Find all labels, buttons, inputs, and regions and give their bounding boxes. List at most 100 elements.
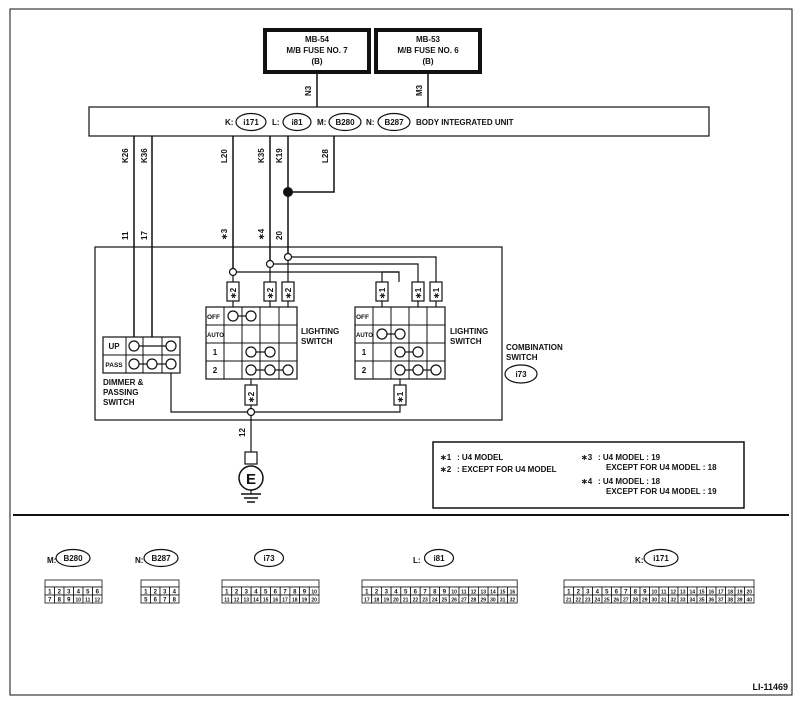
pin-number: 20 xyxy=(311,597,317,603)
pin-number: 17 xyxy=(718,589,724,595)
pin-number: 11 xyxy=(85,597,91,603)
ground-wires xyxy=(170,373,401,452)
pin-number: 20 xyxy=(746,589,752,595)
pin-number: 6 xyxy=(414,589,418,595)
pin-number: 26 xyxy=(613,597,619,603)
wire-label-m3: M3 xyxy=(415,84,424,96)
connector-oval xyxy=(423,548,455,568)
connector-id: i171 xyxy=(653,554,669,563)
wire-number: 20 xyxy=(275,231,284,240)
pin-number: 18 xyxy=(292,597,298,603)
mark-box xyxy=(393,384,407,406)
wire-label-n3: N3 xyxy=(304,85,313,96)
pin-number: 16 xyxy=(510,589,516,595)
lighting-switch-right: OFF AUTO 1 2 xyxy=(354,306,446,380)
pin-number: 25 xyxy=(442,597,448,603)
note-text: EXCEPT FOR U4 MODEL : 18 xyxy=(606,463,717,472)
pin-number: 13 xyxy=(680,589,686,595)
pin-number: 8 xyxy=(634,589,638,595)
pin-number: 2 xyxy=(58,589,62,595)
connector-prefix: N: xyxy=(135,556,143,565)
switch-pos: 2 xyxy=(213,366,218,375)
pin-number: 19 xyxy=(737,589,743,595)
connector-housing xyxy=(221,579,320,588)
note-text: EXCEPT FOR U4 MODEL : 19 xyxy=(606,487,717,496)
pin-number: 1 xyxy=(225,589,229,595)
connector-oval xyxy=(143,548,179,568)
conn-id: B280 xyxy=(335,118,355,127)
switch-pos: AUTO xyxy=(356,333,373,339)
connector-oval xyxy=(377,112,411,132)
connector-oval xyxy=(504,364,538,384)
fuse-mb53: MB-53 M/B FUSE NO. 6 (B) xyxy=(374,28,482,74)
pin-number: 4 xyxy=(254,589,258,595)
pin-number: 1 xyxy=(567,589,571,595)
pin-number: 29 xyxy=(642,597,648,603)
pin-number: 17 xyxy=(364,597,370,603)
pin-number: 3 xyxy=(385,589,389,595)
pin-number: 16 xyxy=(273,597,279,603)
pin-label: K26 xyxy=(121,148,130,163)
conn-prefix: N: xyxy=(366,118,374,127)
connector-id: i73 xyxy=(263,554,275,563)
pin-number: 2 xyxy=(375,589,379,595)
diagram-frame xyxy=(9,8,793,696)
pin-number: 5 xyxy=(605,589,609,595)
junction xyxy=(246,407,256,417)
lighting-switch-left: OFF AUTO 1 2 xyxy=(205,306,298,380)
pin-number: 30 xyxy=(490,597,496,603)
lighting-label: SWITCH xyxy=(450,337,482,346)
pin-number: 11 xyxy=(661,589,667,595)
pin-number: 22 xyxy=(575,597,581,603)
pin-number: 23 xyxy=(585,597,591,603)
note-text: : U4 MODEL xyxy=(457,453,503,462)
pin-number: 2 xyxy=(154,589,158,595)
pin-number: 5 xyxy=(144,597,148,603)
pin-number: 12 xyxy=(234,597,240,603)
note-text: : U4 MODEL : 19 xyxy=(598,453,661,462)
lighting-label: LIGHTING xyxy=(301,327,339,336)
lighting-label: LIGHTING xyxy=(450,327,488,336)
mark-label: ∗2 xyxy=(247,391,256,403)
fuse-id: MB-54 xyxy=(305,35,330,44)
pin-number: 10 xyxy=(651,589,657,595)
pin-number: 25 xyxy=(604,597,610,603)
pin-number: 31 xyxy=(661,597,667,603)
mark-label: ∗1 xyxy=(414,287,423,299)
mark-box xyxy=(244,384,258,406)
pin-label: K36 xyxy=(140,148,149,163)
pin-number: 6 xyxy=(615,589,619,595)
pin-label: K19 xyxy=(275,148,284,163)
connector-housing xyxy=(361,579,518,588)
pin-number: 2 xyxy=(577,589,581,595)
pin-number: 15 xyxy=(500,589,506,595)
pin-number: 35 xyxy=(699,597,705,603)
pin-number: 16 xyxy=(708,589,714,595)
pin-cell xyxy=(744,594,755,604)
diagram-id: LI-11469 xyxy=(752,682,788,692)
fuse-code: (B) xyxy=(311,57,322,66)
conn-id: i81 xyxy=(291,118,303,127)
combo-connector: i73 xyxy=(515,370,527,379)
pin-number: 11 xyxy=(224,597,230,603)
pin-number: 30 xyxy=(651,597,657,603)
pin-number: 26 xyxy=(451,597,457,603)
pin-label: L20 xyxy=(220,149,229,163)
splice-dot xyxy=(283,187,293,197)
wire-number: 17 xyxy=(140,231,149,240)
pin-number: 12 xyxy=(670,589,676,595)
conn-id: B287 xyxy=(384,118,404,127)
pin-number: 23 xyxy=(422,597,428,603)
note-mark: ∗1 xyxy=(440,453,452,462)
notes-legend: ∗1 : U4 MODEL ∗2 : EXCEPT FOR U4 MODEL ∗… xyxy=(432,441,745,509)
note-mark: ∗4 xyxy=(581,477,593,486)
pin-number: 3 xyxy=(163,589,167,595)
pin-number: 11 xyxy=(461,589,467,595)
pin-number: 34 xyxy=(689,597,695,603)
pin-number: 3 xyxy=(245,589,249,595)
combo-label: COMBINATION xyxy=(506,343,563,352)
mark-label: ∗1 xyxy=(378,287,387,299)
